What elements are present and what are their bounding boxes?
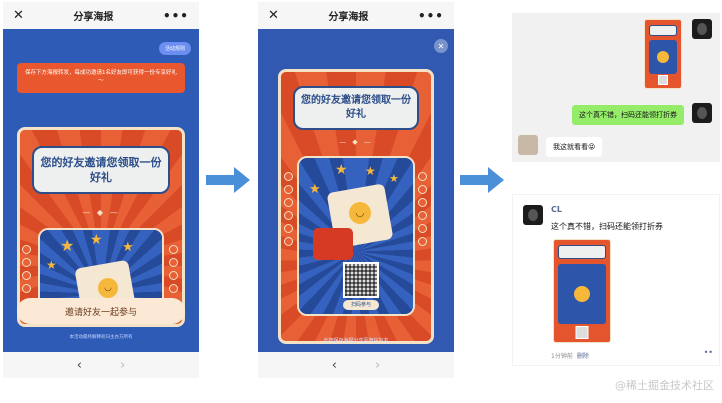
- mini-poster-title: [649, 25, 677, 36]
- post-actions-button[interactable]: ••: [703, 348, 713, 357]
- poster-dots-left: [22, 245, 32, 293]
- modal-close-icon[interactable]: ✕: [434, 39, 448, 53]
- poster-divider: — ◆ —: [339, 138, 373, 146]
- close-icon[interactable]: ✕: [13, 8, 24, 23]
- mini-qr: [658, 75, 668, 85]
- poster-dots-right: [418, 172, 428, 246]
- poster-dots-right: [169, 245, 179, 293]
- friend-avatar[interactable]: [518, 135, 538, 155]
- mini-poster-inner: [558, 264, 606, 324]
- poster-preview: 您的好友邀请您领取一份好礼 — ◆ — ★ ★ ★ ★ ◡: [17, 127, 185, 327]
- star-icon: ★: [309, 182, 321, 197]
- more-icon[interactable]: •••: [162, 8, 189, 23]
- back-icon[interactable]: ‹: [331, 357, 337, 373]
- invite-friends-button[interactable]: 邀请好友一起参与: [17, 298, 185, 324]
- poster-title: 您的好友邀请您领取一份好礼: [40, 156, 162, 184]
- rules-pill[interactable]: 活动规则: [158, 42, 191, 55]
- poster-title: 您的好友邀请您领取一份好礼: [301, 95, 411, 120]
- back-icon[interactable]: ‹: [76, 357, 82, 373]
- sender-avatar[interactable]: [692, 103, 712, 123]
- star-icon: ★: [46, 258, 57, 272]
- notice-banner: 保存下方海报转发，每成功邀请1名好友即可获得一份专享好礼～: [17, 63, 185, 93]
- share-screen: 活动规则 保存下方海报转发，每成功邀请1名好友即可获得一份专享好礼～ 您的好友邀…: [3, 29, 199, 352]
- message-bubble-received: 我这就看看😝: [546, 137, 603, 157]
- delete-link[interactable]: 删除: [576, 353, 589, 360]
- poster-dots-left: [284, 172, 294, 246]
- more-icon[interactable]: •••: [417, 8, 444, 23]
- poster-inner-frame: ★ ★ ★ ★ ◡ 扫码参与: [297, 156, 415, 316]
- mini-qr: [575, 326, 589, 339]
- poster-divider: — ◆ —: [82, 208, 120, 217]
- post-meta: 1分钟前删除: [551, 351, 589, 360]
- star-icon: ★: [90, 232, 103, 248]
- poster-title-card: 您的好友邀请您领取一份好礼: [293, 86, 419, 130]
- phone-share-page: ✕ 分享海报 ••• 活动规则 保存下方海报转发，每成功邀请1名好友即可获得一份…: [3, 2, 199, 378]
- page-title: 分享海报: [73, 12, 114, 23]
- qr-label: 扫码参与: [343, 300, 379, 310]
- qr-code: [343, 262, 379, 298]
- star-icon: ★: [60, 236, 75, 255]
- page-title: 分享海报: [328, 12, 369, 23]
- forward-icon[interactable]: ›: [120, 357, 126, 373]
- post-poster-image[interactable]: [553, 239, 611, 343]
- smile-icon: ◡: [98, 278, 118, 298]
- browser-nav-bar: ‹ ›: [3, 352, 199, 378]
- post-text: 这个真不错，扫码还能领打折券: [551, 222, 663, 231]
- star-icon: ★: [122, 240, 134, 255]
- wechat-chat: 这个真不错，扫码还能领打折券 我这就看看😝: [512, 13, 720, 162]
- moments-post: CL 这个真不错，扫码还能领打折券 1分钟前删除 ••: [512, 194, 720, 366]
- poster-full: 您的好友邀请您领取一份好礼 — ◆ — ★ ★ ★ ★ ◡ 扫码参与: [278, 69, 434, 344]
- footnote: 本活动最终解释权归主办方所有: [69, 335, 133, 340]
- post-time: 1分钟前: [551, 353, 573, 360]
- top-bar: ✕ 分享海报 •••: [258, 2, 454, 29]
- forward-icon[interactable]: ›: [375, 357, 381, 373]
- star-icon: ★: [335, 162, 348, 178]
- message-bubble-sent: 这个真不错，扫码还能领打折券: [572, 105, 684, 125]
- phone-poster-modal: ✕ 分享海报 ••• ✕ 您的好友邀请您领取一份好礼 — ◆ — ★ ★ ★ ★: [258, 2, 454, 378]
- mini-poster-inner: [649, 40, 677, 74]
- sender-avatar[interactable]: [692, 19, 712, 39]
- poster-title-card: 您的好友邀请您领取一份好礼: [32, 146, 170, 194]
- top-bar: ✕ 分享海报 •••: [3, 2, 199, 29]
- modal-screen: ✕ 您的好友邀请您领取一份好礼 — ◆ — ★ ★ ★ ★ ◡: [258, 29, 454, 352]
- red-envelope: [313, 228, 353, 260]
- user-avatar[interactable]: [523, 205, 543, 225]
- star-icon: ★: [365, 164, 376, 178]
- browser-nav-bar: ‹ ›: [258, 352, 454, 378]
- close-icon[interactable]: ✕: [268, 8, 279, 23]
- save-caption: 长按保存海报分享至微信好友: [323, 338, 389, 344]
- star-icon: ★: [389, 172, 399, 185]
- smile-icon: ◡: [349, 202, 371, 224]
- mini-poster-title: [558, 245, 606, 259]
- post-username[interactable]: CL: [551, 205, 562, 214]
- watermark: @稀土掘金技术社区: [615, 379, 714, 392]
- flow-arrow-icon: [206, 167, 250, 193]
- shared-poster-image[interactable]: [644, 19, 682, 89]
- flow-arrow-icon: [460, 167, 504, 193]
